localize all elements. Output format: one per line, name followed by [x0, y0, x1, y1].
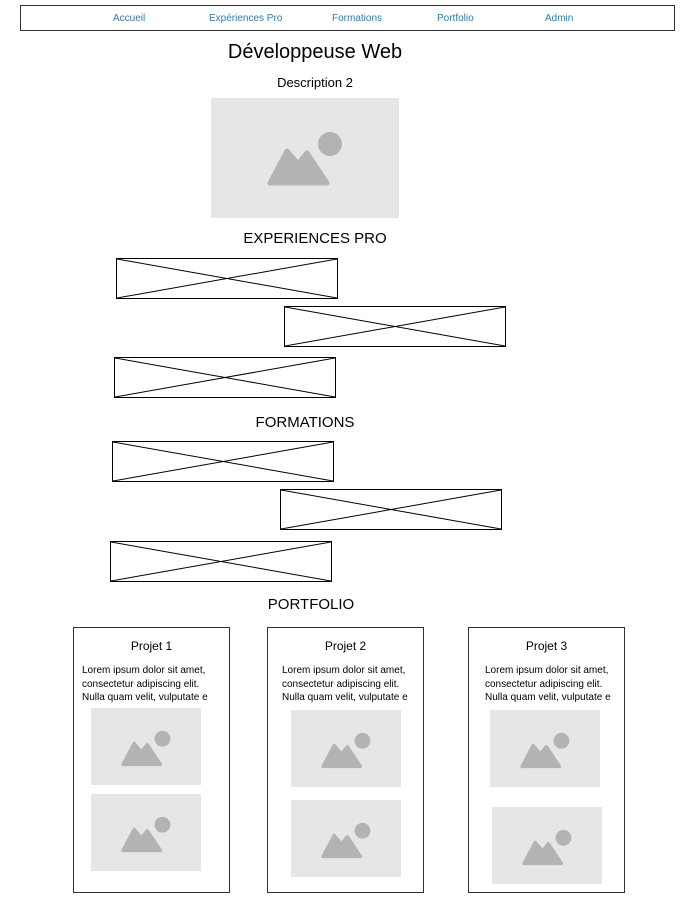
experience-item-3 [114, 357, 336, 398]
image-placeholder-icon [321, 822, 371, 859]
project-description-line: Lorem ipsum dolor sit amet, [485, 665, 609, 676]
experience-item-1 [116, 258, 338, 299]
project-description-line: Nulla quam velit, vulputate e [282, 692, 408, 703]
formation-item-2 [280, 489, 502, 530]
project-title: Projet 3 [525, 639, 568, 653]
project-image-placeholder [492, 807, 602, 884]
placeholder-cross-icon [115, 358, 335, 397]
nav-item-accueil[interactable]: Accueil [113, 13, 146, 24]
project-card[interactable]: Projet 1 Lorem ipsum dolor sit amet, con… [73, 627, 230, 893]
project-card[interactable]: Projet 3 Lorem ipsum dolor sit amet, con… [468, 627, 625, 893]
page-title: Développeuse Web [227, 41, 403, 63]
project-description-line: consectetur adipiscing elit. [485, 678, 603, 690]
project-image-placeholder [291, 710, 401, 787]
project-image-placeholder [91, 708, 201, 785]
placeholder-cross-icon [111, 542, 331, 581]
project-card[interactable]: Projet 2 Lorem ipsum dolor sit amet, con… [267, 627, 424, 893]
image-placeholder-icon [121, 730, 171, 767]
image-placeholder-icon [522, 829, 572, 866]
image-placeholder-icon [267, 132, 342, 186]
section-title-experiences: EXPERIENCES PRO [243, 230, 387, 247]
placeholder-cross-icon [281, 490, 501, 529]
section-title-formations: FORMATIONS [255, 414, 355, 431]
nav-item-experiences-pro[interactable]: Expériences Pro [209, 13, 283, 24]
formation-item-3 [110, 541, 332, 582]
project-image-placeholder [490, 710, 600, 787]
placeholder-cross-icon [113, 442, 333, 481]
page-description: Description 2 [277, 75, 353, 90]
nav-bar: Accueil Expériences Pro Formations Portf… [20, 5, 675, 31]
placeholder-cross-icon [117, 259, 337, 298]
nav-item-formations[interactable]: Formations [332, 13, 383, 24]
project-description-line: Nulla quam velit, vulputate e [82, 692, 208, 703]
project-description-line: Lorem ipsum dolor sit amet, [282, 665, 406, 676]
project-description: Lorem ipsum dolor sit amet, consectetur … [485, 664, 611, 705]
project-description-line: Nulla quam velit, vulputate e [485, 692, 611, 703]
project-description-line: consectetur adipiscing elit. [82, 678, 200, 690]
experience-item-2 [284, 306, 506, 347]
project-description: Lorem ipsum dolor sit amet, consectetur … [82, 664, 208, 705]
project-description-line: consectetur adipiscing elit. [282, 678, 400, 690]
formation-item-1 [112, 441, 334, 482]
image-placeholder-icon [121, 816, 171, 853]
project-image-placeholder [91, 794, 201, 871]
hero-image-placeholder [211, 98, 399, 218]
section-title-portfolio: PORTFOLIO [267, 596, 355, 613]
project-description-line: Lorem ipsum dolor sit amet, [82, 665, 206, 676]
nav-item-admin[interactable]: Admin [545, 13, 574, 24]
placeholder-cross-icon [285, 307, 505, 346]
nav-item-portfolio[interactable]: Portfolio [437, 13, 474, 24]
project-description: Lorem ipsum dolor sit amet, consectetur … [282, 664, 408, 705]
project-title: Projet 2 [324, 639, 367, 653]
image-placeholder-icon [520, 732, 570, 769]
image-placeholder-icon [321, 732, 371, 769]
project-title: Projet 1 [130, 639, 173, 653]
project-image-placeholder [291, 800, 401, 877]
